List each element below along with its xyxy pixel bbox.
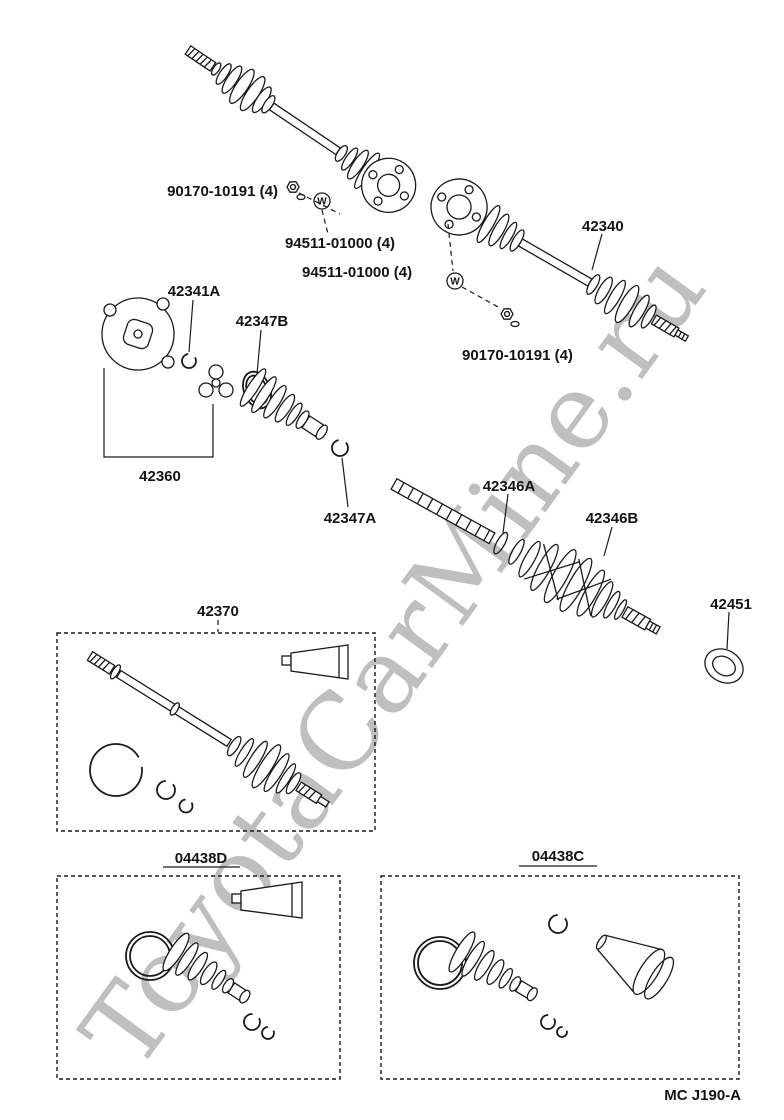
label-nut-top: 90170-10191 (4): [167, 183, 278, 200]
kit-d-grease-tube: [231, 881, 303, 919]
kit-d-ring-1: [243, 1013, 261, 1031]
kit-c-ring-2: [556, 1026, 568, 1038]
leader-42347b: [256, 329, 262, 375]
leader-42341a: [188, 299, 194, 353]
svg-text:W: W: [450, 277, 460, 288]
inboard-joint-housing: [101, 297, 175, 371]
axle-shaft-assembly: [390, 477, 661, 635]
label-nut-mid: 90170-10191 (4): [462, 347, 573, 364]
inboard-boot: [239, 368, 328, 440]
washer-icon-top: W: [313, 192, 331, 210]
label-42346a: 42346A: [483, 478, 536, 495]
leader-nut-top: [298, 192, 341, 215]
kit-c-boot-inner: [448, 931, 538, 1002]
kit-c-ring-1: [540, 1014, 556, 1030]
dust-cover: [704, 648, 744, 684]
tripod-spider: [198, 364, 234, 398]
label-washer-top: 94511-01000 (4): [285, 235, 395, 252]
kit-d-boot: [162, 932, 251, 1004]
label-washer-mid: 94511-01000 (4): [302, 264, 412, 281]
small-ring-1: [156, 780, 176, 800]
figure-code: MC J190-A: [664, 1087, 741, 1104]
label-42347b: 42347B: [236, 313, 289, 330]
label-42346b: 42346B: [586, 510, 639, 527]
leader-washer-top: [321, 209, 329, 235]
nut-icon-mid: [500, 308, 520, 328]
leader-42347a: [341, 457, 349, 508]
label-04438c: 04438C: [532, 848, 585, 865]
kit-c-boot-outer: [595, 934, 675, 1000]
axle-assembly-front-lh: [184, 44, 417, 213]
snap-ring-42341a: [181, 353, 197, 369]
leader-42340: [591, 233, 603, 271]
label-42370: 42370: [197, 603, 239, 620]
kit-d-ring-2: [261, 1026, 275, 1040]
kit-box-04438d: [56, 875, 341, 1080]
label-42341a: 42341A: [168, 283, 221, 300]
kit-box-42370: [56, 632, 376, 832]
leader-washer-mid-up: [447, 223, 454, 272]
axle-assembly-front-rh: [430, 178, 690, 342]
kit-box-04438c: [380, 875, 740, 1080]
bracket-42360: [103, 368, 214, 458]
kit-c-small-ring-top: [548, 914, 568, 934]
leader-42451: [726, 611, 730, 650]
label-04438d: 04438D: [175, 850, 228, 867]
boot-clamp-42347a: [331, 439, 349, 457]
small-ring-2: [178, 798, 194, 814]
label-42451: 42451: [710, 596, 752, 613]
leader-42346a: [502, 493, 509, 534]
label-42340: 42340: [582, 218, 624, 235]
label-42347a: 42347A: [324, 510, 377, 527]
large-clamp-ring: [89, 743, 143, 797]
nut-icon-top: [286, 181, 306, 201]
grease-tube: [281, 644, 349, 680]
washer-icon-mid: W: [446, 272, 464, 290]
label-42360: 42360: [139, 468, 181, 485]
svg-text:W: W: [317, 197, 327, 208]
leader-42346b: [603, 526, 613, 557]
leader-washer-mid-down: [461, 286, 501, 309]
kit-axle-assembly: [86, 650, 330, 808]
